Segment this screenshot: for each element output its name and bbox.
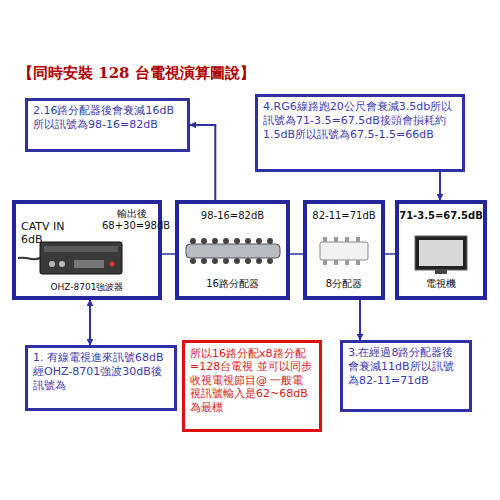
- callout-arrow: [439, 172, 441, 200]
- port: [234, 258, 240, 264]
- port: [256, 258, 262, 264]
- port: [234, 238, 240, 244]
- summary-box: 所以16路分配x8路分配=128台電視 並可以同步收視電視節目@ 一般電視訊號輸…: [182, 340, 322, 432]
- port: [201, 238, 207, 244]
- node-text: 3.在經過8路分配器後會衰減11dB所以訊號為82-11=71dB: [348, 346, 464, 387]
- cable-line: [162, 253, 175, 255]
- port: [345, 260, 349, 265]
- port: [267, 238, 273, 244]
- port: [190, 238, 196, 244]
- port: [356, 260, 360, 265]
- node-text: CATV IN 6dB: [21, 220, 76, 246]
- callout-box: 4.RG6線路跑20公尺會衰減3.5db所以訊號為71-3.5=67.5dB接頭…: [255, 94, 465, 172]
- port: [212, 238, 218, 244]
- device-box: 98-16=82dB 16路分配器: [175, 200, 290, 300]
- port: [212, 258, 218, 264]
- port: [245, 258, 251, 264]
- node-text: 8分配器: [307, 278, 381, 290]
- callout-box: 2.16路分配器後會衰減16dB所以訊號為98-16=82dB: [25, 98, 190, 152]
- splitter-16-device: [186, 238, 280, 264]
- port: [267, 258, 273, 264]
- amplifier-device: [18, 242, 122, 274]
- node-text: 71-3.5=67.5dB: [399, 210, 483, 222]
- tv-stand: [435, 270, 447, 274]
- amplifier-body: [40, 242, 122, 274]
- callout-box: 1. 有線電視進來訊號68dB經OHZ-8701強波30dB後訊號為: [25, 345, 177, 411]
- cable-line: [290, 253, 303, 255]
- port: [256, 238, 262, 244]
- node-text: 4.RG6線路跑20公尺會衰減3.5db所以訊號為71-3.5=67.5dB接頭…: [263, 100, 457, 141]
- port: [245, 238, 251, 244]
- callout-arrow: [89, 300, 91, 345]
- port: [323, 260, 327, 265]
- amplifier-label-plate: [74, 260, 104, 268]
- node-text: 98-16=82dB: [179, 210, 286, 222]
- tv-screen: [419, 240, 463, 266]
- splitter-body: [320, 242, 368, 260]
- callout-arrow: [359, 300, 361, 340]
- amplifier-knob: [59, 261, 65, 267]
- callout-arrow: [190, 125, 215, 200]
- port: [334, 260, 338, 265]
- node-text: 16路分配器: [179, 278, 286, 290]
- cable-line: [385, 253, 395, 255]
- port: [201, 258, 207, 264]
- splitter-8-device: [320, 237, 368, 265]
- input-cable: [18, 258, 40, 260]
- device-box: 82-11=71dB 8分配器: [303, 200, 385, 300]
- port: [323, 237, 327, 242]
- device-box: 71-3.5=67.5dB 電視機: [395, 200, 487, 300]
- port: [356, 237, 360, 242]
- tv-set: [415, 236, 467, 274]
- splitter-body: [186, 244, 280, 258]
- node-text: 1. 有線電視進來訊號68dB經OHZ-8701強波30dB後訊號為: [33, 351, 169, 392]
- amplifier-knob: [49, 261, 55, 267]
- port: [334, 237, 338, 242]
- port: [190, 258, 196, 264]
- port: [345, 237, 349, 242]
- device-box: CATV IN 6dB 輸出後 68+30=98dB OHZ-8701強波器: [12, 200, 162, 300]
- node-text: 82-11=71dB: [307, 210, 381, 222]
- diagram-title: 【同時安裝 128 台電視演算圖說】: [18, 64, 255, 83]
- port: [223, 258, 229, 264]
- node-text: 電視機: [399, 278, 483, 290]
- tv-frame: [415, 236, 467, 270]
- node-text: 輸出後 68+30=98dB: [102, 208, 162, 232]
- amplifier-panel: [44, 246, 118, 252]
- amplifier-led: [110, 262, 115, 267]
- callout-box: 3.在經過8路分配器後會衰減11dB所以訊號為82-11=71dB: [340, 340, 472, 412]
- node-text: 2.16路分配器後會衰減16dB所以訊號為98-16=82dB: [33, 104, 182, 132]
- node-text: OHZ-8701強波器: [16, 282, 158, 293]
- node-text: 所以16路分配x8路分配=128台電視 並可以同步收視電視節目@ 一般電視訊號輸…: [190, 347, 314, 414]
- port: [223, 238, 229, 244]
